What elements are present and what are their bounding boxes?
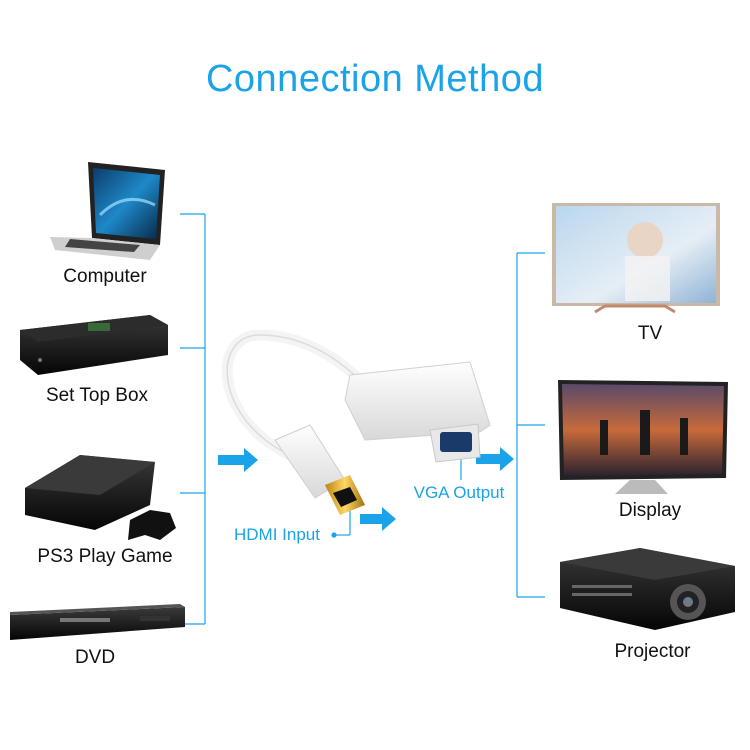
hdmi-input-callout	[331, 510, 351, 538]
laptop-icon	[50, 162, 165, 260]
arrow-vga-output	[476, 447, 514, 471]
source-label-dvd: DVD	[74, 647, 116, 668]
source-bracket	[180, 213, 206, 625]
source-label-computer: Computer	[63, 266, 147, 287]
arrow-hdmi-input	[360, 507, 396, 531]
output-label-display: Display	[618, 500, 682, 521]
projector-icon	[560, 548, 735, 630]
output-label-tv: TV	[637, 323, 663, 344]
source-label-ps3: PS3 Play Game	[37, 546, 173, 567]
output-label-projector: Projector	[614, 641, 691, 662]
monitor-icon	[558, 380, 728, 494]
hdmi-to-vga-adapter-icon	[221, 329, 491, 515]
vga-output-label: VGA Output	[413, 483, 505, 502]
tv-icon	[552, 203, 720, 314]
ps3-console-icon	[25, 455, 176, 540]
output-bracket	[516, 252, 545, 598]
hdmi-input-label: HDMI Input	[234, 525, 320, 544]
set-top-box-icon	[20, 315, 168, 375]
arrow-into-adapter	[218, 448, 258, 472]
page-title: Connection Method	[205, 58, 545, 100]
source-label-set-top-box: Set Top Box	[45, 385, 149, 406]
dvd-player-icon	[10, 604, 185, 640]
